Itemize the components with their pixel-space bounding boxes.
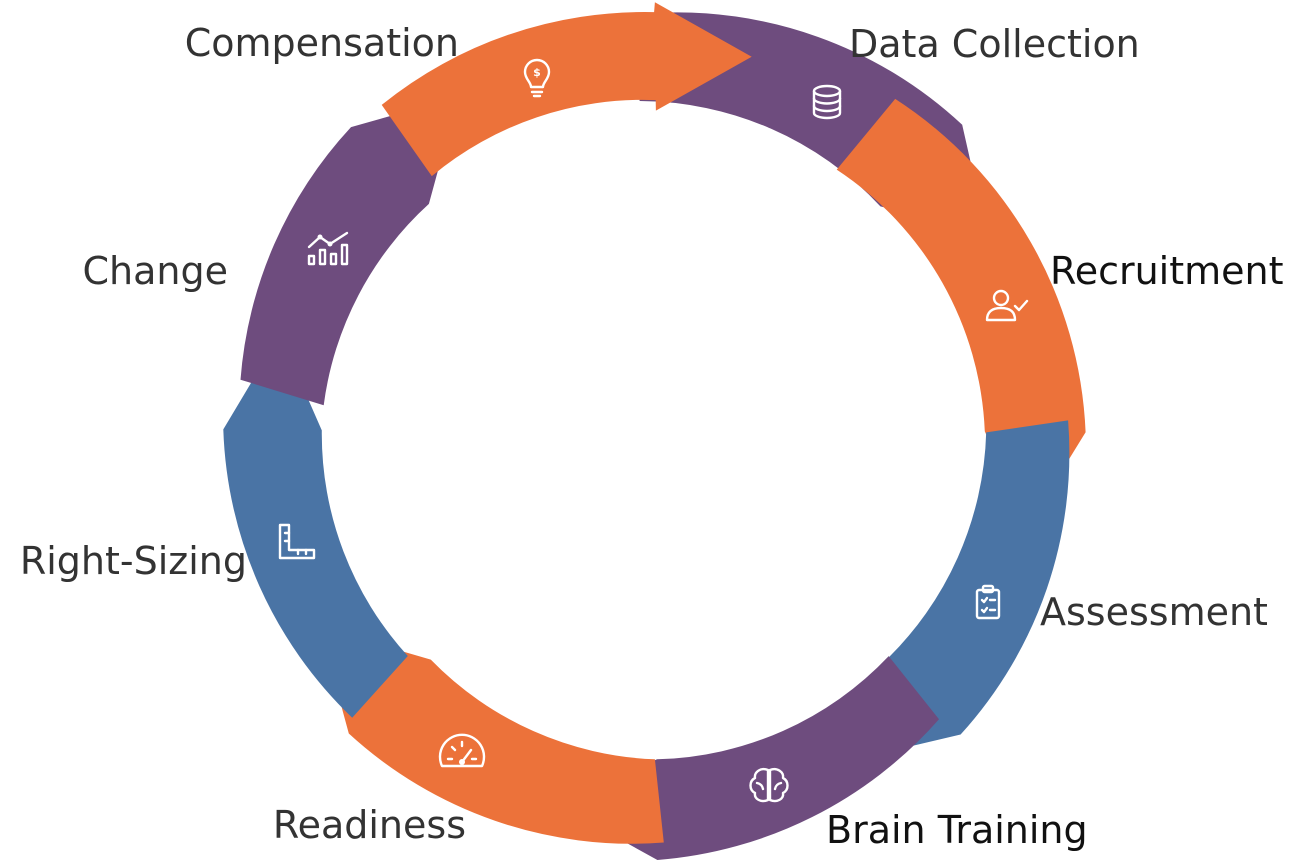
arrow-recruitment [836,98,1086,527]
label-recruitment: Recruitment [1050,249,1284,293]
database-icon [812,84,842,120]
lightbulb-dollar-icon: $ [523,58,551,98]
arrow-compensation [381,2,752,177]
label-readiness: Readiness [273,803,466,847]
stage-labels: Data Collection Recruitment Assessment B… [20,21,1284,852]
arrow-change [240,97,458,406]
label-data-collection: Data Collection [849,22,1140,66]
label-assessment: Assessment [1040,590,1268,634]
ruler-square-icon [278,523,316,560]
brain-icon [749,767,789,803]
chart-trend-icon [307,231,349,266]
speedometer-icon [438,733,486,768]
label-brain-training: Brain Training [826,808,1088,852]
label-compensation: Compensation [185,21,459,65]
clipboard-list-icon [975,584,1001,620]
dollar-glyph: $ [533,66,541,79]
user-check-icon [985,289,1029,322]
label-right-sizing: Right-Sizing [20,539,247,583]
cycle-arrows [223,2,1086,860]
arrow-readiness [320,627,664,844]
stage-icons: $ [278,58,1029,803]
label-change: Change [83,249,229,293]
arrow-right-sizing [223,334,408,718]
